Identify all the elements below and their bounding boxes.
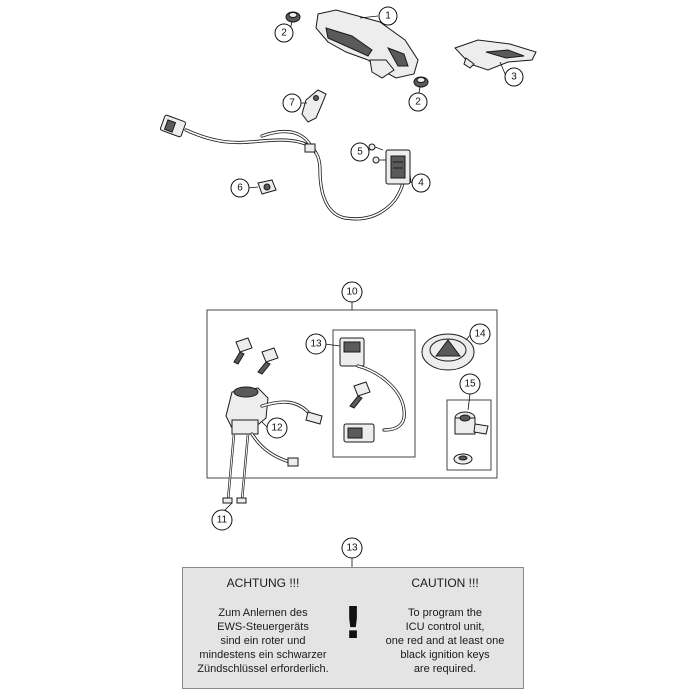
part-screws [368, 143, 386, 164]
warning-label: ACHTUNG !!! Zum Anlernen des EWS-Steuerg… [182, 567, 524, 689]
svg-text:4: 4 [418, 178, 424, 189]
svg-text:6: 6 [237, 183, 243, 194]
svg-text:1: 1 [385, 11, 391, 22]
callout-11: 11 [211, 509, 233, 531]
svg-text:12: 12 [271, 423, 283, 434]
callout-10: 10 [341, 281, 363, 303]
warning-english-line: black ignition keys [400, 649, 490, 661]
part-tank-lock [453, 411, 489, 465]
warning-english: CAUTION !!! To program the ICU control u… [371, 576, 519, 676]
part-ignition-lock [225, 386, 323, 467]
part-wiring-harness [159, 114, 405, 221]
callout-5: 5 [350, 142, 370, 162]
callout-7: 7 [282, 93, 302, 113]
svg-text:13: 13 [310, 339, 322, 350]
warning-german-line: Zum Anlernen des [218, 607, 308, 619]
part-immobilizer-unit [339, 337, 406, 443]
warning-english-line: ICU control unit, [405, 621, 485, 633]
leader-lines [223, 15, 507, 567]
svg-text:11: 11 [217, 515, 228, 526]
warning-german-line: EWS-Steuergeräts [217, 621, 309, 633]
immobilizer-box-frame [332, 329, 416, 458]
svg-text:15: 15 [464, 379, 476, 390]
warning-english-heading: CAUTION !!! [411, 576, 479, 590]
warning-german-heading: ACHTUNG !!! [226, 576, 300, 590]
part-ignition-keys [233, 337, 279, 375]
svg-text:3: 3 [511, 72, 517, 83]
callout-14: 14 [469, 323, 491, 345]
warning-german-line: Zündschlüssel erforderlich. [197, 663, 329, 675]
svg-text:13: 13 [346, 543, 358, 554]
callout-15: 15 [459, 373, 481, 395]
part-bracket [301, 89, 327, 123]
warning-german: ACHTUNG !!! Zum Anlernen des EWS-Steuerg… [189, 576, 337, 676]
callout-1: 1 [378, 6, 398, 26]
svg-text:2: 2 [415, 97, 421, 108]
svg-text:5: 5 [357, 147, 363, 158]
warning-german-line: sind ein roter und [220, 635, 306, 647]
warning-english-line: one red and at least one [385, 635, 505, 647]
callout-13-label: 13 [341, 537, 363, 559]
warning-german-line: mindestens ein schwarzer [199, 649, 327, 661]
callout-2-top: 2 [274, 23, 294, 43]
callout-13-box: 13 [305, 333, 327, 355]
callout-6: 6 [230, 178, 250, 198]
part-instrument-housing [315, 9, 419, 79]
callout-12: 12 [266, 417, 288, 439]
callout-2-bottom: 2 [408, 92, 428, 112]
part-grommet-bottom [413, 76, 429, 88]
exclamation-icon: ! [342, 598, 364, 649]
callout-3: 3 [504, 67, 524, 87]
svg-text:7: 7 [289, 98, 295, 109]
warning-english-line: are required. [413, 663, 477, 675]
part-cover [454, 39, 537, 71]
part-bolts [222, 433, 250, 504]
part-mounting-plate [385, 149, 411, 185]
svg-text:2: 2 [281, 28, 287, 39]
part-tank-cap [421, 333, 475, 371]
part-cable-clip [257, 179, 277, 195]
warning-english-line: To program the [408, 607, 482, 619]
callout-4: 4 [411, 173, 431, 193]
svg-text:14: 14 [474, 329, 486, 340]
part-grommet-top [285, 11, 301, 23]
svg-text:10: 10 [346, 287, 358, 298]
